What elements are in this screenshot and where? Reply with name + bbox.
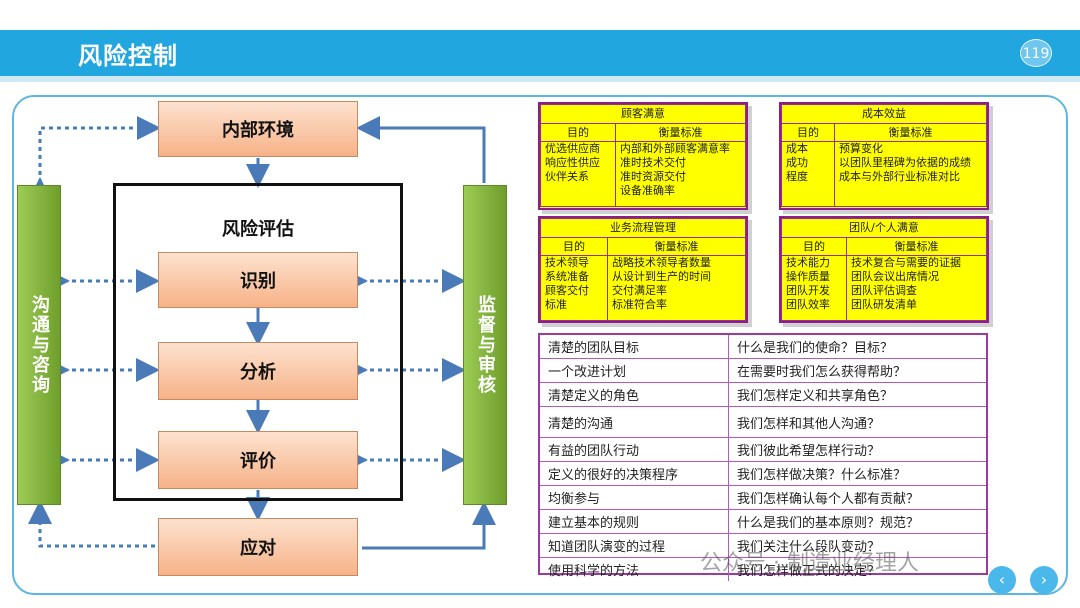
row-question: 我们怎样确认每个人都有贡献？ [728, 485, 986, 510]
col-measure-header: 衡量标准 [607, 237, 746, 256]
table-row: 定义的很好的决策程序我们怎样做决策？什么标准？ [540, 461, 986, 486]
cost-benefit-table: 成本效益 目的衡量标准 成本 成功 程度 预算变化 以团队里程碑为依据的成绩 成… [779, 102, 989, 210]
evaluate-box: 评价 [158, 431, 358, 489]
row-question: 我们关注什么段队变动？ [728, 533, 986, 558]
col-measure-header: 衡量标准 [615, 123, 746, 142]
row-question: 我们怎样定义和共享角色？ [728, 382, 986, 407]
row-item: 清楚的沟通 [540, 406, 729, 438]
row-item: 建立基本的规则 [540, 509, 729, 534]
row-question: 在需要时我们怎么获得帮助？ [728, 358, 986, 383]
table-row: 使用科学的方法 我们怎样做正式的决定？ [540, 557, 986, 581]
table-title: 团队/个人满意 [781, 218, 987, 238]
table-row: 清楚的沟通我们怎样和其他人沟通？ [540, 406, 986, 438]
row-item: 清楚定义的角色 [540, 382, 729, 407]
measure-item: 技术复合与需要的证据 [851, 256, 961, 269]
measure-item: 以团队里程碑为依据的成绩 [839, 156, 971, 169]
prev-page-button[interactable]: ‹ [988, 566, 1016, 594]
purpose-item: 响应性供应 [545, 156, 600, 169]
measure-item: 团队评估调查 [851, 284, 917, 297]
col-purpose-header: 目的 [540, 123, 616, 142]
col-purpose-header: 目的 [781, 237, 847, 256]
business-process-table: 业务流程管理 目的衡量标准 技术领导 系统准备 顾客交付 标准 战略技术领导者数… [538, 216, 748, 323]
measure-item: 成本与外部行业标准对比 [839, 170, 960, 183]
measure-item: 准时技术交付 [620, 156, 686, 169]
purpose-item: 顾客交付 [545, 284, 589, 297]
row-item: 知道团队演变的过程 [540, 533, 729, 558]
row-item: 均衡参与 [540, 485, 729, 510]
purpose-item: 操作质量 [786, 270, 830, 283]
row-question: 什么是我们的基本原则？规范？ [728, 509, 986, 534]
measure-item: 团队研发清单 [851, 298, 917, 311]
table-row: 有益的团队行动我们彼此希望怎样行动？ [540, 437, 986, 462]
row-question: 我们怎样做决策？什么标准？ [728, 461, 986, 486]
row-question: 我们彼此希望怎样行动？ [728, 437, 986, 462]
table-row: 均衡参与我们怎样确认每个人都有贡献？ [540, 485, 986, 510]
row-item: 定义的很好的决策程序 [540, 461, 729, 486]
identify-box: 识别 [158, 252, 358, 308]
measure-item: 从设计到生产的时间 [612, 270, 711, 283]
purpose-item: 成功 [786, 156, 808, 169]
team-characteristics-table: 清楚的团队目标什么是我们的使命？目标？ 一个改进计划在需要时我们怎么获得帮助？ … [538, 333, 988, 581]
table-row: 一个改进计划在需要时我们怎么获得帮助？ [540, 358, 986, 383]
monitoring-review-bar: 监督与审核 [463, 185, 507, 505]
measure-item: 标准符合率 [612, 298, 667, 311]
table-row: 清楚定义的角色我们怎样定义和共享角色？ [540, 382, 986, 407]
communication-consultation-bar: 沟通与咨询 [17, 185, 61, 505]
next-page-button[interactable]: › [1030, 566, 1058, 594]
col-measure-header: 衡量标准 [834, 123, 987, 142]
page-number: 119 [1020, 39, 1052, 67]
dotted-comm-env [28, 116, 161, 201]
purpose-item: 技术领导 [545, 256, 589, 269]
purpose-item: 成本 [786, 142, 808, 155]
col-purpose-header: 目的 [781, 123, 835, 142]
purpose-item: 标准 [545, 298, 567, 311]
purpose-item: 系统准备 [545, 270, 589, 283]
risk-assessment-frame [113, 183, 403, 501]
measure-item: 交付满足率 [612, 284, 667, 297]
arrow-respond-to-monitor [362, 501, 496, 550]
row-item: 有益的团队行动 [540, 437, 729, 462]
table-title: 成本效益 [781, 104, 987, 124]
row-item: 清楚的团队目标 [540, 335, 729, 359]
respond-box: 应对 [158, 518, 358, 576]
row-item: 使用科学的方法 [548, 564, 640, 579]
purpose-item: 伙伴关系 [545, 170, 589, 183]
customer-satisfaction-table: 顾客满意 目的衡量标准 优选供应商 响应性供应 伙伴关系 内部和外部顾客满意率 … [538, 102, 748, 210]
purpose-item: 优选供应商 [545, 142, 600, 155]
row-question: 什么是我们的使命？目标？ [728, 335, 986, 359]
measure-item: 团队会议出席情况 [851, 270, 939, 283]
table-title: 顾客满意 [540, 104, 746, 124]
title-underline [0, 76, 1080, 82]
analyze-box: 分析 [158, 342, 358, 400]
purpose-item: 技术能力 [786, 256, 830, 269]
purpose-item: 团队效率 [786, 298, 830, 311]
col-purpose-header: 目的 [540, 237, 608, 256]
measure-item: 准时资源交付 [620, 170, 686, 183]
purpose-item: 团队开发 [786, 284, 830, 297]
measure-item: 预算变化 [839, 142, 883, 155]
table-title: 业务流程管理 [540, 218, 746, 238]
team-satisfaction-table: 团队/个人满意 目的衡量标准 技术能力 操作质量 团队开发 团队效率 技术复合与… [779, 216, 989, 323]
table-row: 清楚的团队目标什么是我们的使命？目标？ [540, 335, 986, 359]
risk-assessment-label: 风险评估 [222, 219, 294, 240]
page-title: 风险控制 [78, 42, 178, 70]
arrow-monitor-to-env [356, 116, 486, 183]
col-measure-header: 衡量标准 [846, 237, 987, 256]
purpose-item: 程度 [786, 170, 808, 183]
measure-item: 战略技术领导者数量 [612, 256, 711, 269]
measure-item: 设备准确率 [620, 184, 675, 197]
content-frame [12, 95, 1068, 595]
row-item: 一个改进计划 [540, 358, 729, 383]
row-question: 我们怎样和其他人沟通？ [728, 406, 986, 438]
measure-item: 内部和外部顾客满意率 [620, 142, 730, 155]
row-question: 我们怎样做正式的决定？ [728, 557, 986, 581]
watermark: 公众号 · 制造业经理人 [700, 551, 919, 576]
internal-environment-box: 内部环境 [158, 101, 358, 157]
table-row: 建立基本的规则什么是我们的基本原则？规范？ [540, 509, 986, 534]
dotted-comm-respond [28, 500, 155, 548]
title-bar: 风险控制 [0, 30, 1080, 76]
table-row: 知道团队演变的过程我们关注什么段队变动？ [540, 533, 986, 558]
